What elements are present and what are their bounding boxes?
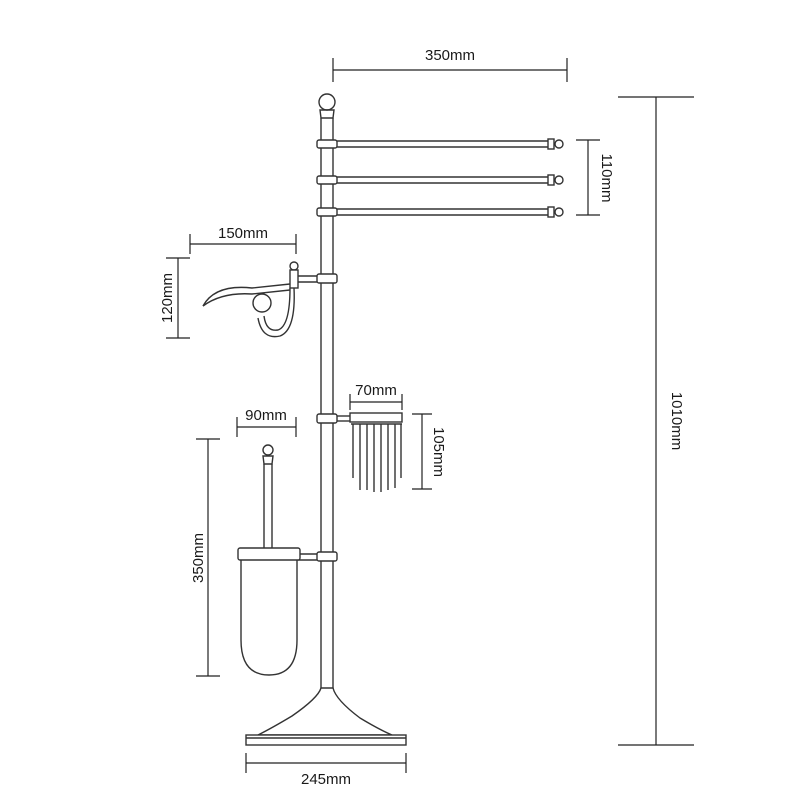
dim-paper-holder-width xyxy=(189,234,297,254)
pole-finial xyxy=(318,93,336,119)
towel-arms xyxy=(316,138,564,218)
dimension-lines xyxy=(166,58,694,773)
label-total-height: 1010mm xyxy=(668,392,685,450)
dim-basket-height xyxy=(412,413,432,490)
dim-arm-spacing xyxy=(576,139,600,216)
dim-arm-length xyxy=(332,58,568,82)
main-pole xyxy=(320,118,334,690)
label-brush-width: 90mm xyxy=(245,407,287,424)
label-arm-spacing: 110mm xyxy=(598,154,615,203)
label-basket-width: 70mm xyxy=(355,382,397,399)
paper-holder xyxy=(202,261,338,338)
towel-stand-drawing xyxy=(202,93,564,746)
towel-arm-3 xyxy=(316,206,564,218)
label-paper-holder-width: 150mm xyxy=(218,225,268,242)
dim-brush-width xyxy=(236,417,297,437)
stand-base xyxy=(245,687,407,746)
toilet-brush xyxy=(237,444,338,676)
towel-arm-1 xyxy=(316,138,564,150)
label-basket-height: 105mm xyxy=(430,427,447,477)
dim-brush-height xyxy=(196,438,220,677)
label-paper-holder-height: 120mm xyxy=(159,273,176,323)
label-arm-length: 350mm xyxy=(425,47,475,64)
dimension-labels: 350mm 110mm 1010mm 150mm 120mm 70mm 105m… xyxy=(159,47,685,788)
dim-base-width xyxy=(245,753,407,773)
dim-paper-holder-height xyxy=(166,257,190,339)
towel-arm-2 xyxy=(316,174,564,186)
dim-basket-width xyxy=(349,394,403,410)
basket-holder xyxy=(316,412,403,492)
label-base-width: 245mm xyxy=(301,771,351,788)
label-brush-height: 350mm xyxy=(190,533,207,583)
dim-total-height xyxy=(618,96,694,746)
